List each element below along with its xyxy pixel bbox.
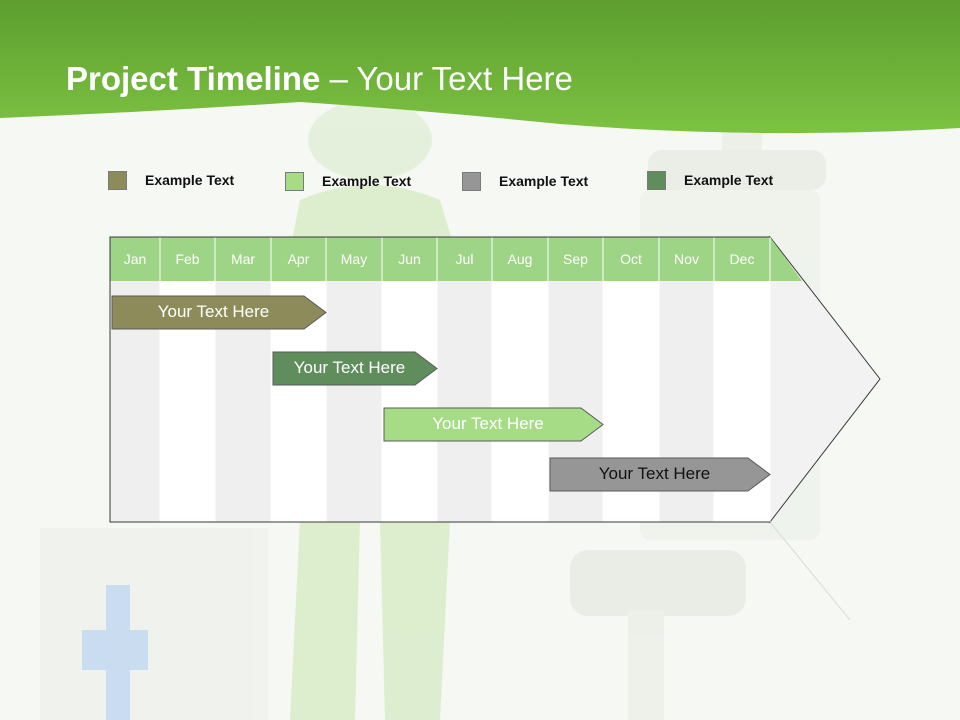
legend-swatch-dark-green	[647, 170, 666, 190]
month-label: Oct	[620, 251, 642, 267]
month-header-cell	[271, 237, 326, 281]
slide-title: Project Timeline – Your Text Here	[66, 60, 573, 98]
task-bar-3	[383, 407, 604, 442]
month-header-cell	[437, 237, 492, 281]
month-label: Feb	[175, 251, 200, 267]
month-header-cell	[603, 237, 659, 281]
task-bar-label: Your Text Here	[293, 358, 406, 377]
month-header-cell	[215, 237, 271, 281]
month-header-cell	[160, 237, 215, 281]
month-label: Jul	[455, 251, 474, 267]
month-label: Mar	[230, 251, 256, 267]
month-label: Jan	[123, 251, 147, 267]
month-header-cell	[382, 237, 437, 281]
month-header-cell	[714, 237, 770, 281]
legend-label: Example Text	[499, 173, 589, 189]
task-bar-2	[272, 351, 438, 386]
legend-label: Example Text	[145, 172, 235, 188]
month-label: Aug	[507, 251, 533, 267]
title-subtitle-text: – Your Text Here	[320, 60, 573, 97]
month-column	[382, 281, 437, 522]
legend-swatch-light-green	[285, 171, 304, 191]
task-bar-1	[111, 295, 327, 330]
title-main-text: Project Timeline	[66, 60, 321, 97]
month-column	[437, 281, 492, 522]
month-header-cell	[548, 237, 603, 281]
arrow-header-tip	[770, 237, 802, 281]
timeline-reflection	[110, 521, 851, 621]
month-header-cell	[492, 237, 548, 281]
legend-item-2: Example Text	[285, 171, 411, 191]
timeline-frame	[109, 236, 770, 523]
legend-item-1: Example Text	[108, 170, 234, 190]
month-header-cell	[326, 237, 382, 281]
month-column	[326, 281, 382, 522]
legend-label: Example Text	[684, 172, 774, 188]
legend-item-3: Example Text	[462, 171, 588, 191]
month-column	[492, 281, 548, 522]
month-label: Jun	[398, 251, 421, 267]
task-bar-label: Your Text Here	[432, 414, 544, 433]
task-bar-label: Your Text Here	[157, 302, 270, 321]
first-aid-kit-illustration	[40, 528, 268, 720]
legend-item-4: Example Text	[647, 170, 773, 190]
task-bar-label: Your Text Here	[598, 464, 711, 483]
month-label: Sep	[563, 251, 588, 267]
legend-swatch-gray	[462, 171, 481, 191]
month-label: Dec	[729, 251, 755, 267]
month-label: May	[340, 251, 368, 267]
month-label: Nov	[674, 251, 699, 267]
legend-swatch-olive	[108, 170, 127, 190]
task-bar-4	[549, 457, 771, 492]
month-label: Apr	[287, 251, 310, 267]
legend-label: Example Text	[322, 173, 412, 189]
month-header-cell	[659, 237, 714, 281]
month-header-cell	[110, 237, 160, 281]
